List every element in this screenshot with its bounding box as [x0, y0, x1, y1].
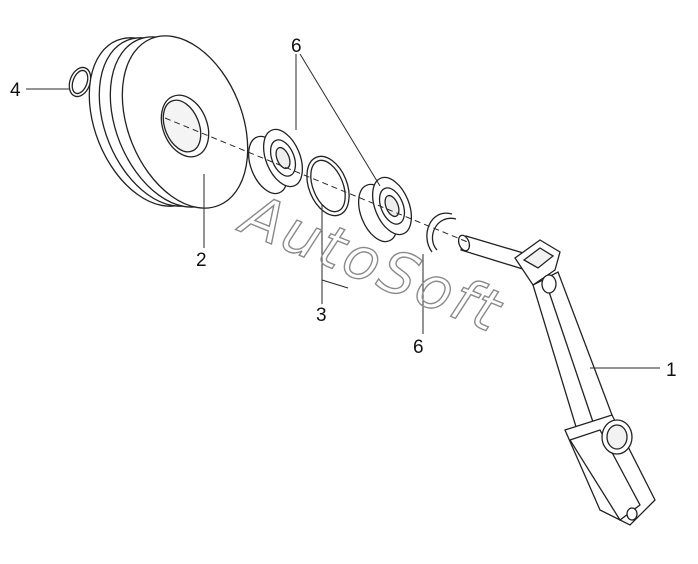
bearing-6-second [357, 176, 413, 243]
callout-4: 4 [10, 80, 21, 101]
tensioner-arm-1 [457, 234, 656, 526]
spacer-ring-3 [306, 155, 350, 217]
leader-lines [26, 53, 660, 369]
assembly-axis-line [164, 117, 471, 244]
bearing-6-first [247, 128, 304, 195]
callout-6-bottom: 6 [413, 337, 424, 358]
callout-3: 3 [316, 305, 327, 326]
callout-6-top: 6 [291, 36, 302, 57]
callout-2: 2 [196, 250, 207, 271]
circlip-6 [426, 212, 457, 253]
callout-1: 1 [666, 360, 677, 381]
pulley-2 [88, 35, 249, 209]
